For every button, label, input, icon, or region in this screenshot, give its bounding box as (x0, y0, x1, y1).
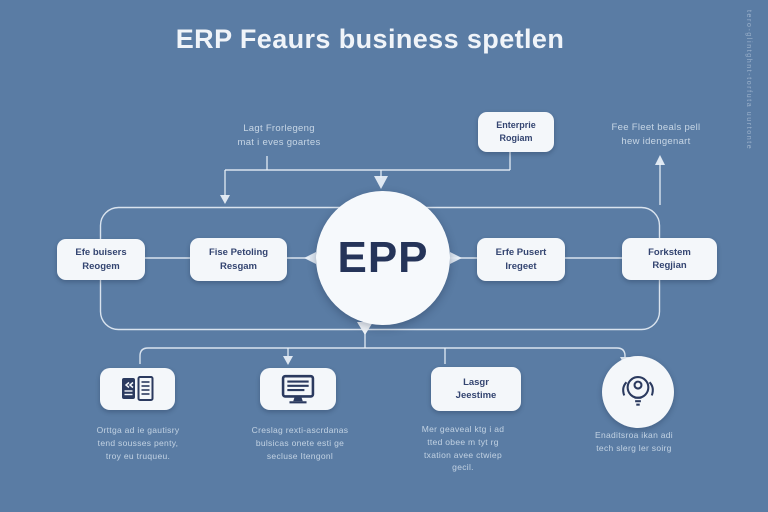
monitor-lines-icon (281, 374, 315, 404)
note-line: hew idengenart (621, 136, 691, 148)
arrow-up-right (655, 155, 665, 165)
node-label-line: Lasgr (463, 376, 489, 388)
caption-line: Mer geaveal ktg i ad (421, 424, 505, 434)
node-label-line: Efe buisers (75, 247, 127, 259)
caption-line: troy eu truqueu. (105, 450, 171, 461)
node-label-line: Iregeet (505, 260, 537, 272)
node-label-line: Regjian (652, 260, 687, 271)
node-box-2: Fise Petoling Resgam (190, 238, 287, 281)
note-line: mat i eves goartes (237, 137, 321, 149)
hub-bottom-triangle (357, 322, 373, 335)
caption-line: bulsicas onete esti ge (255, 437, 345, 448)
arrow-out-right (450, 252, 462, 264)
node-enterprise: Enterprie Rogiam (478, 112, 554, 152)
node-label-line: Jeestime (455, 390, 497, 401)
diagram-title: ERP Feaurs business spetlen (175, 24, 565, 54)
note-line: Fee Fleet beals pell (611, 122, 701, 133)
note-line: Lagt Frorlegeng (243, 123, 315, 134)
note-top-right: Fee Fleet beals pell hew idengenart (594, 121, 718, 150)
clipboard-list-icon (121, 376, 153, 401)
bottom-card-records (100, 368, 175, 410)
caption-line: Orttga ad ie gautisry (96, 425, 180, 435)
caption-label: Mer geaveal ktg i ad tted obee m tyt rg … (397, 423, 529, 474)
caption-line: tech slerg ler soirg (596, 442, 672, 453)
watermark-text: tero-glintghnt-torfuta uurtonte (745, 10, 752, 151)
bottom-card-idea (602, 356, 674, 428)
caption-idea: Enaditsroa ikan adi tech slerg ler soirg (568, 429, 700, 455)
bottom-card-label: Lasgr Jeestime (431, 367, 521, 411)
bottom-card-monitor (260, 368, 336, 410)
caption-line: Creslag rexti-ascrdanas (251, 425, 349, 435)
lightbulb-idea-icon (622, 376, 654, 406)
note-top-left: Lagt Frorlegeng mat i eves goartes (205, 122, 353, 151)
node-label-line: Resgam (220, 260, 257, 272)
node-label-line: Enterprie (496, 120, 536, 131)
caption-line: txation avee ctwiep (424, 449, 502, 460)
caption-line: tted obee m tyt rg (427, 436, 499, 447)
arrow-down-left-top (220, 195, 230, 204)
arrow-down-to-hub (374, 176, 388, 189)
caption-line: gecil. (452, 462, 474, 473)
node-box-3: Erfe Pusert Iregeet (477, 238, 565, 281)
node-box-1: Efe buisers Reogem (57, 239, 145, 280)
node-label-line: Rogiam (499, 133, 533, 143)
caption-monitor: Creslag rexti-ascrdanas bulsicas onete e… (234, 424, 366, 462)
node-label-line: Fise Petoling (208, 247, 269, 259)
hub-erp-circle: EPP (316, 191, 450, 325)
caption-line: tend sousses penty, (97, 437, 179, 448)
caption-records: Orttga ad ie gautisry tend sousses penty… (72, 424, 204, 462)
node-box-4: Forkstem Regjian (622, 238, 717, 280)
node-label-line: Reogem (82, 260, 120, 272)
caption-line: Enaditsroa ikan adi (595, 430, 673, 440)
hub-label: EPP (337, 233, 429, 282)
caption-line: secluse Itengonl (266, 450, 334, 461)
arrow-out-left (304, 252, 316, 264)
arrow-down-monitor (283, 356, 293, 365)
node-label-line: Erfe Pusert (495, 247, 547, 259)
node-label-line: Forkstem (648, 246, 691, 258)
